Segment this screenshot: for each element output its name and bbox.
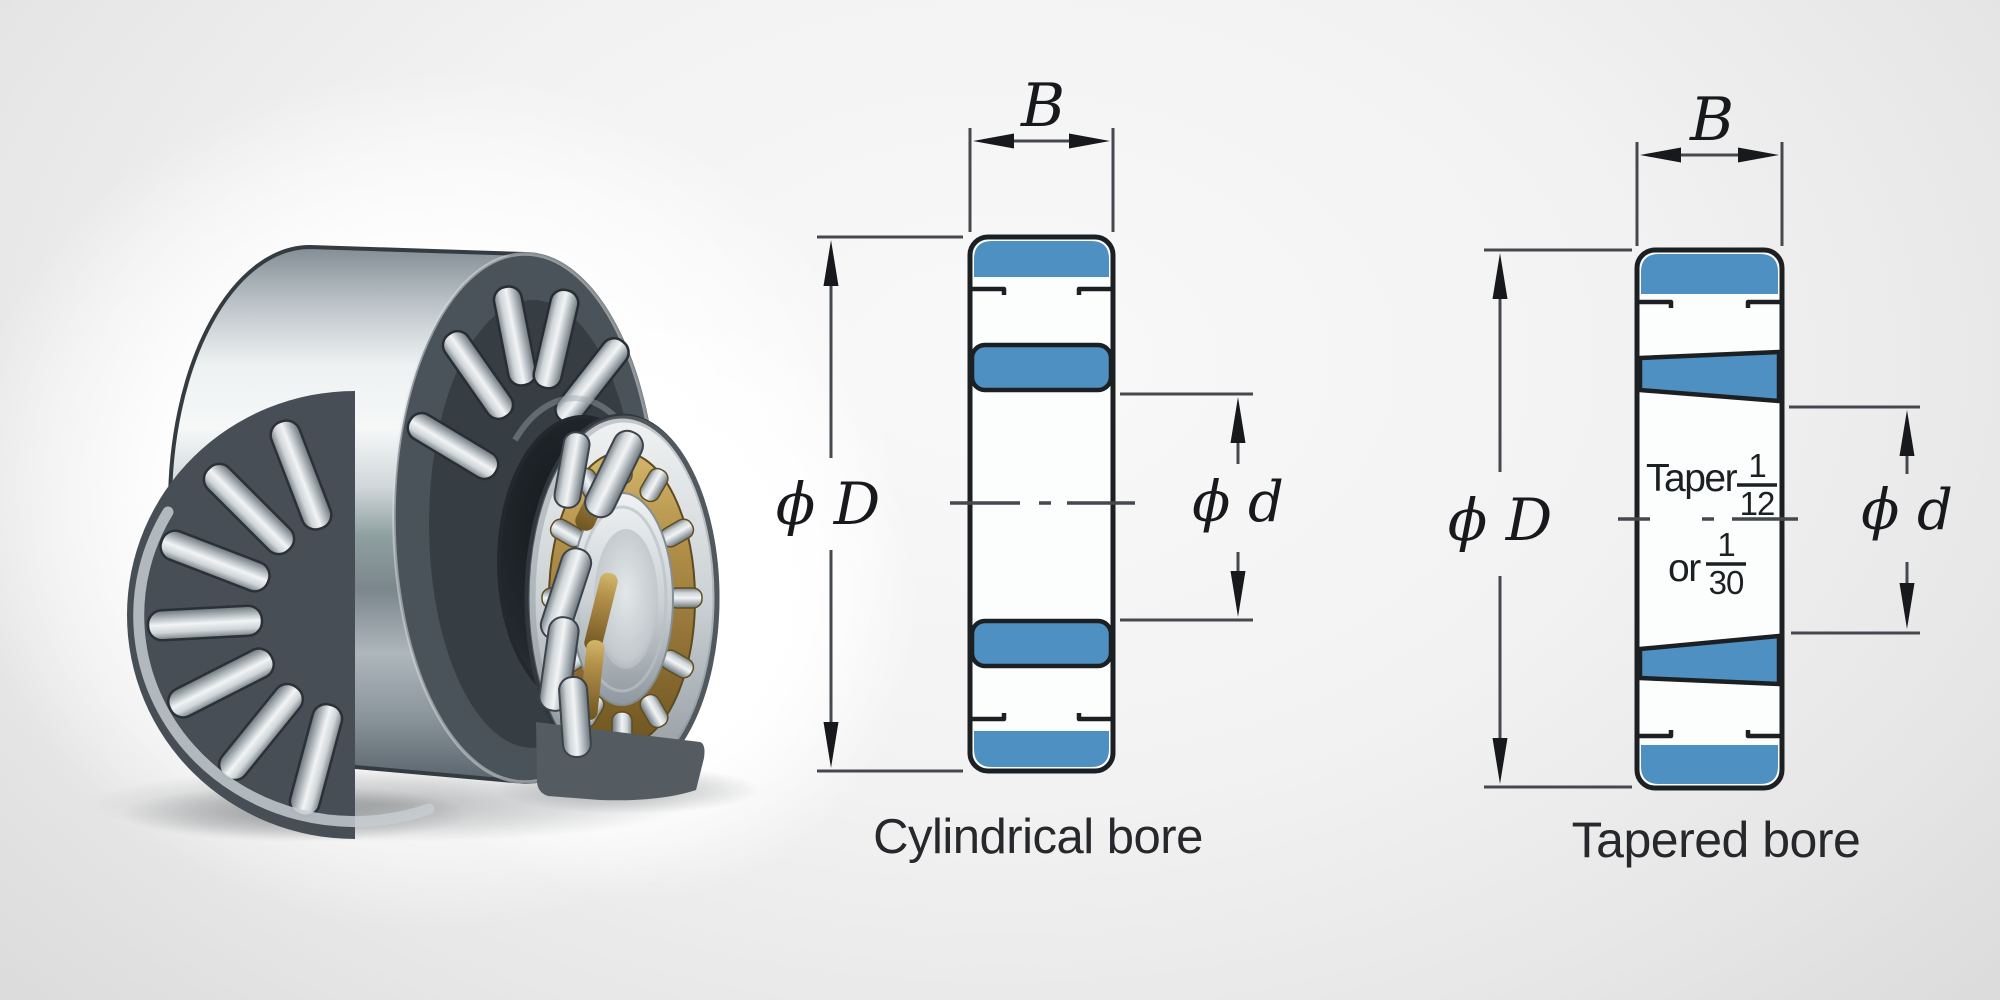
- arrowhead-up: [1492, 253, 1508, 299]
- roller: [146, 603, 264, 643]
- arrowhead-down: [1899, 583, 1915, 629]
- bearing-cross-section: [950, 234, 1135, 774]
- outer-ring-lower-section: [974, 731, 1109, 767]
- taper-word: Taper: [1646, 457, 1738, 500]
- cylindrical-bore-diagram: B ϕ D ϕ d Cylindrical: [776, 71, 1284, 864]
- inner-cone-assembly-image: [127, 391, 435, 839]
- lower-raceway-edge: [1637, 730, 1782, 739]
- arrowhead-right: [1069, 133, 1110, 149]
- extension-lines: [817, 235, 963, 773]
- extension-lines: [1635, 142, 1784, 246]
- roller: [558, 675, 592, 759]
- arrowhead-up: [823, 240, 839, 286]
- extension-lines: [1120, 392, 1253, 622]
- outer-ring-upper-section: [974, 241, 1109, 277]
- outer-ring-lower-section: [1641, 745, 1778, 784]
- width-dimension: B: [1635, 85, 1784, 246]
- outer-diameter-label: ϕ D: [776, 470, 880, 538]
- bore-diameter-label: ϕ d: [1861, 478, 1953, 543]
- lower-raceway-edge: [970, 713, 1113, 722]
- roller: [553, 431, 591, 509]
- arrowhead-down: [1492, 738, 1508, 784]
- outer-diameter-dimension: ϕ D: [776, 235, 963, 773]
- extension-lines: [968, 128, 1115, 232]
- upper-raceway-edge: [970, 286, 1113, 295]
- width-label: B: [1689, 85, 1734, 155]
- upper-roller-section: [969, 342, 1114, 393]
- exposed-rollers-bottom: [538, 547, 618, 759]
- arrowhead-left: [1640, 147, 1681, 163]
- bearing-cross-section: Taper 1 12 or 1 30: [1618, 247, 1798, 791]
- cylindrical-roller-bearing-image: [524, 413, 720, 801]
- taper-fraction-2-denominator: 30: [1709, 564, 1744, 601]
- outer-ring-upper-section: [1641, 254, 1778, 294]
- arrowhead-left: [973, 133, 1014, 149]
- width-dimension: B: [968, 71, 1115, 232]
- bore-diameter-dimension: ϕ d: [1120, 392, 1284, 622]
- lower-roller-section-tapered: [1637, 633, 1782, 687]
- roller: [584, 429, 644, 519]
- arrowhead-right: [1738, 147, 1779, 163]
- product-photo: [0, 70, 920, 930]
- cone-rim-highlight: [133, 506, 435, 828]
- arrowhead-down: [1230, 571, 1246, 617]
- lower-roller-section: [969, 618, 1114, 669]
- arrowhead-down: [823, 722, 839, 768]
- width-label: B: [1020, 71, 1065, 141]
- taper-fraction-1-denominator: 12: [1740, 485, 1775, 522]
- exposed-rollers-top: [553, 429, 644, 531]
- tapered-bore-diagram: B ϕ D ϕ d: [1448, 85, 1953, 868]
- bore-opening: [594, 529, 658, 669]
- taper-conjunction: or: [1668, 547, 1701, 590]
- cage-bar: [584, 572, 618, 652]
- outer-diameter-dimension: ϕ D: [1448, 248, 1632, 789]
- cylindrical-bore-caption: Cylindrical bore: [873, 810, 1203, 864]
- extension-lines: [1484, 248, 1632, 789]
- bore-diameter-label: ϕ d: [1192, 470, 1284, 535]
- upper-roller-section-tapered: [1637, 349, 1782, 404]
- upper-raceway-edge: [1637, 299, 1782, 308]
- taper-fraction-1-numerator: 1: [1748, 447, 1765, 484]
- taper-fraction-2-numerator: 1: [1717, 526, 1734, 563]
- extension-lines: [1789, 405, 1920, 635]
- taper-note: Taper 1 12 or 1 30: [1646, 447, 1777, 601]
- bore-diameter-dimension: ϕ d: [1789, 405, 1953, 635]
- arrowhead-up: [1230, 397, 1246, 443]
- outer-diameter-label: ϕ D: [1448, 486, 1552, 554]
- arrowhead-up: [1899, 410, 1915, 456]
- tapered-bore-caption: Tapered bore: [1572, 812, 1861, 868]
